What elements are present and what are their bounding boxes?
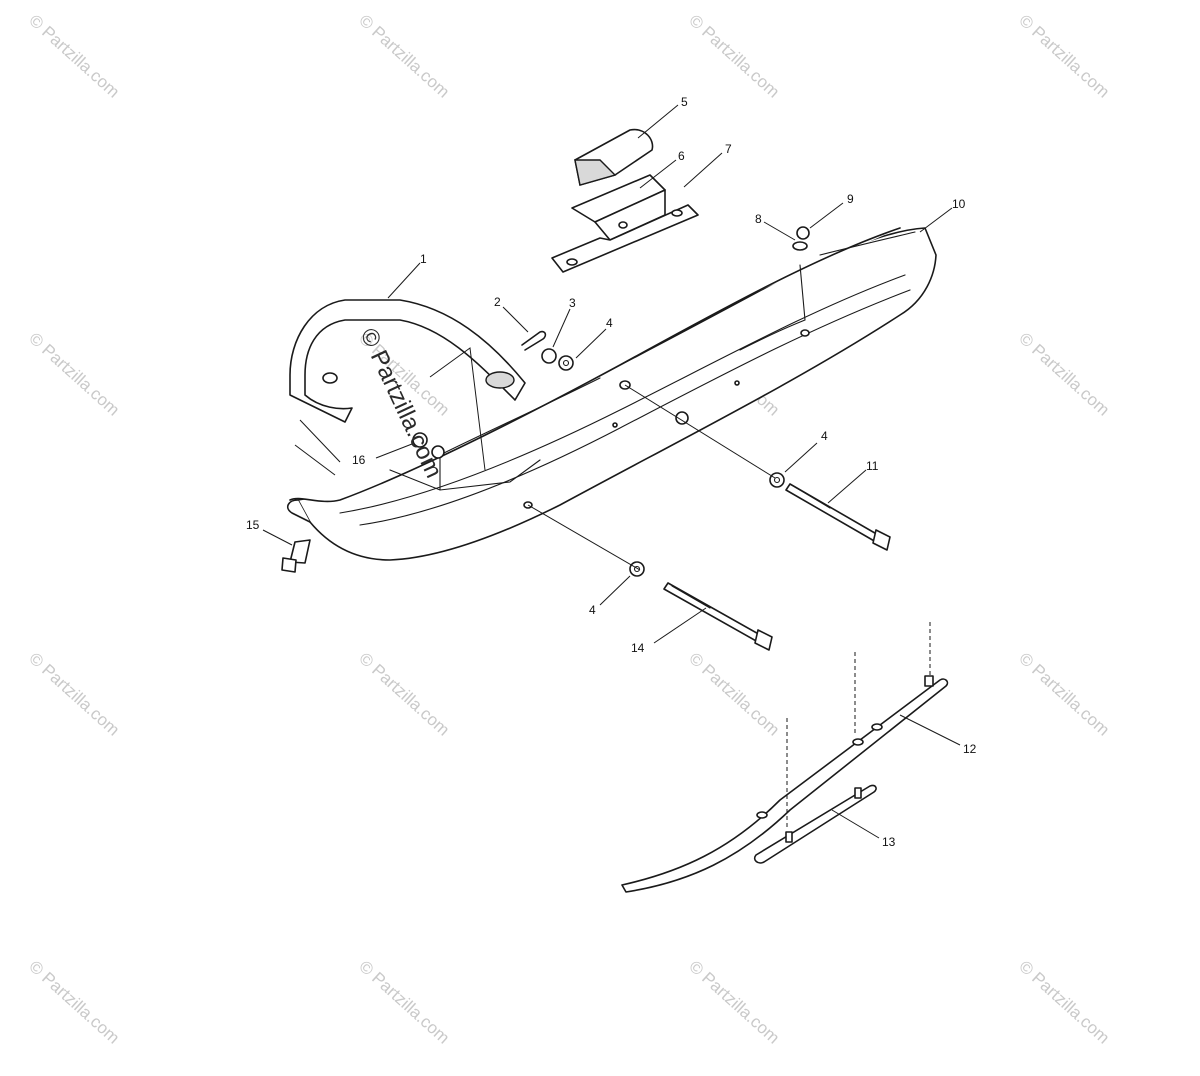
- callout-4-top: 4: [606, 316, 613, 330]
- nut-3: [541, 348, 557, 364]
- ski-body: [286, 227, 937, 561]
- callout-5: 5: [681, 95, 688, 109]
- hardware: [412, 226, 810, 577]
- watermark: © Partzilla.com: [355, 649, 453, 740]
- stud-lines: [786, 622, 931, 830]
- watermark: © Partzilla.com: [25, 329, 123, 420]
- bolt-14: [663, 582, 773, 651]
- callout-8: 8: [755, 212, 762, 226]
- ski-loop: [289, 299, 526, 423]
- nut-16: [412, 432, 428, 448]
- nut-9: [796, 226, 810, 240]
- watermark: © Partzilla.com: [25, 957, 123, 1048]
- callout-labels: 1 2 3 4 4 4 5 6 7 8 9 10 11 12 13 14 15 …: [246, 95, 977, 849]
- callout-16: 16: [352, 453, 366, 467]
- washer-8: [792, 241, 808, 251]
- watermark: © Partzilla.com: [25, 649, 123, 740]
- washer-4-top: [558, 355, 574, 371]
- callout-15: 15: [246, 518, 260, 532]
- washer-4-low: [629, 561, 645, 577]
- washer-4-mid: [769, 472, 785, 488]
- watermark: © Partzilla.com: [355, 11, 453, 102]
- watermark: © Partzilla.com: [25, 11, 123, 102]
- watermark: © Partzilla.com: [685, 11, 783, 102]
- leaders: [262, 104, 961, 839]
- bolt-11: [785, 483, 891, 551]
- callout-3: 3: [569, 296, 576, 310]
- bracket: [551, 174, 699, 273]
- watermark: © Partzilla.com: [355, 957, 453, 1048]
- callout-10: 10: [952, 197, 966, 211]
- watermark: © Partzilla.com: [1015, 649, 1113, 740]
- bolt-15: [281, 539, 311, 573]
- callout-11: 11: [866, 459, 879, 473]
- watermark: © Partzilla.com: [685, 957, 783, 1048]
- washer-16: [431, 445, 445, 459]
- callout-7: 7: [725, 142, 732, 156]
- watermark: © Partzilla.com: [1015, 11, 1113, 102]
- watermark: © Partzilla.com: [1015, 329, 1113, 420]
- watermark: © Partzilla.com: [1015, 957, 1113, 1048]
- watermark: © Partzilla.com: [685, 649, 783, 740]
- callout-4-low: 4: [589, 603, 596, 617]
- callout-14: 14: [631, 641, 645, 655]
- callout-2: 2: [494, 295, 501, 309]
- callout-12: 12: [963, 742, 977, 756]
- callout-4-mid: 4: [821, 429, 828, 443]
- callout-1: 1: [420, 252, 427, 266]
- ski-cushion: [574, 128, 654, 186]
- callout-9: 9: [847, 192, 854, 206]
- callout-13: 13: [882, 835, 896, 849]
- callout-6: 6: [678, 149, 685, 163]
- wear-bar: [621, 675, 949, 893]
- carbide-runner: [753, 784, 877, 864]
- cotter-pin: [521, 330, 547, 351]
